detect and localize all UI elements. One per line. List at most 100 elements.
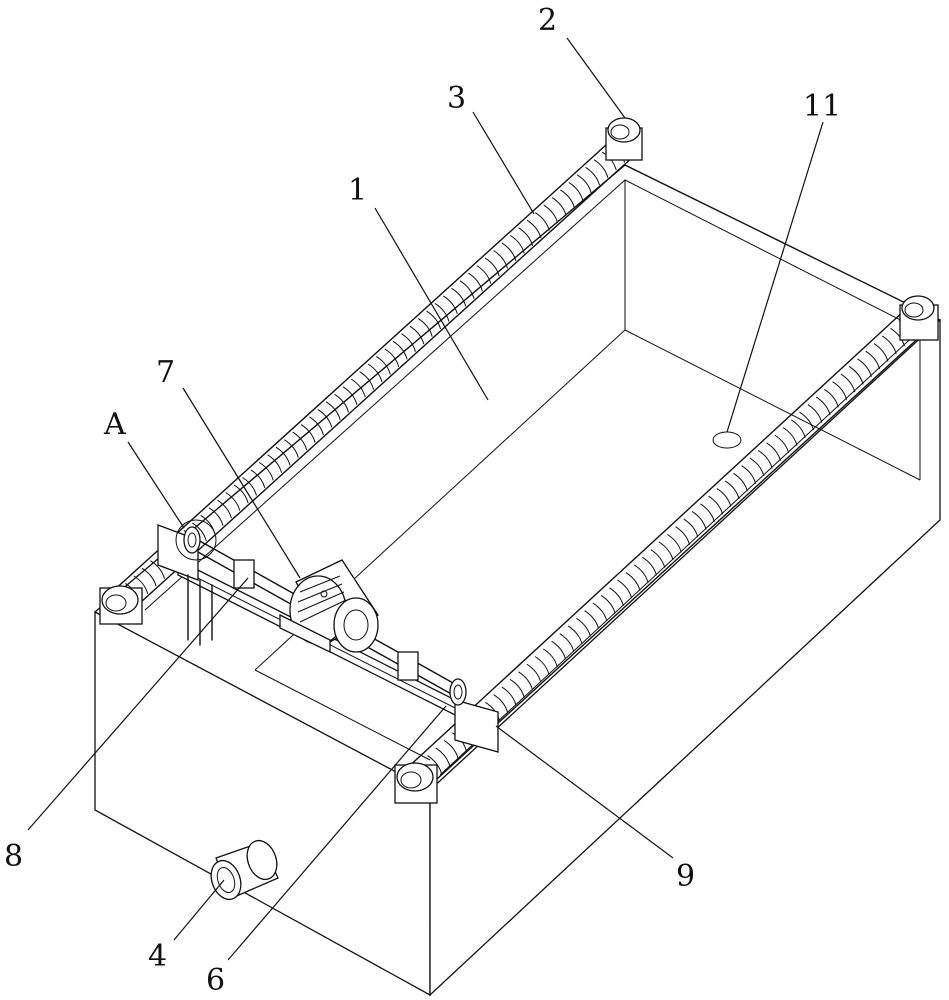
thread-right — [766, 442, 781, 461]
label-4: 4 — [148, 939, 167, 974]
thread-right — [625, 572, 641, 591]
thread-right — [782, 427, 798, 446]
thread-left — [551, 197, 567, 216]
label-1: 1 — [348, 173, 367, 208]
thread-left — [133, 575, 149, 594]
thread-right — [435, 747, 451, 767]
thread-left — [493, 250, 508, 269]
thread-right — [518, 671, 533, 690]
thread-left — [585, 166, 601, 186]
label-11: 11 — [803, 89, 841, 124]
thread-left — [225, 492, 241, 511]
thread-right — [600, 595, 616, 614]
thread-left — [141, 567, 157, 587]
thread-left — [543, 204, 559, 224]
thread-right — [691, 511, 707, 530]
thread-right — [840, 373, 856, 393]
bearing-blocks — [99, 117, 939, 804]
leader-lines — [27, 37, 824, 961]
thread-right — [633, 564, 649, 584]
thread-right — [790, 419, 806, 438]
thread-right — [650, 549, 666, 568]
thread-right — [609, 587, 624, 606]
thread-left — [535, 212, 550, 231]
thread-right — [592, 602, 608, 622]
thread-right — [567, 625, 583, 645]
thread-left — [568, 181, 584, 201]
thread-left — [376, 356, 391, 375]
thread-left — [242, 477, 257, 496]
thread-left — [426, 310, 442, 330]
thread-left — [258, 461, 274, 481]
thread-left — [576, 174, 592, 193]
thread-right — [617, 579, 633, 599]
thread-left — [468, 272, 483, 292]
thread-left — [275, 446, 291, 466]
thread-right — [824, 388, 839, 408]
thread-right — [741, 465, 757, 484]
thread-right — [848, 366, 864, 385]
thread-left — [434, 303, 450, 322]
thread-left — [267, 454, 283, 473]
thread-left — [309, 416, 324, 436]
bearing-block-front-right — [394, 762, 438, 804]
thread-left — [526, 219, 542, 239]
drain-hole — [712, 431, 742, 449]
tank-body — [94, 164, 941, 997]
bearing-block-back-right — [899, 295, 939, 341]
thread-left — [392, 340, 408, 360]
gear-left — [183, 526, 201, 554]
thread-right — [733, 472, 748, 492]
thread-right — [832, 381, 848, 400]
thread-left — [509, 234, 525, 254]
thread-left — [208, 507, 224, 526]
thread-right — [559, 633, 575, 652]
thread-left — [593, 159, 609, 178]
thread-left — [501, 242, 517, 262]
thread-left — [217, 499, 232, 519]
inlet-pipe — [210, 839, 279, 901]
thread-right — [683, 518, 699, 538]
label-2: 2 — [538, 3, 557, 38]
thread-right — [807, 404, 823, 423]
label-9: 9 — [676, 859, 695, 894]
thread-right — [815, 396, 831, 416]
thread-right — [881, 335, 897, 355]
detail-circle-a — [175, 519, 217, 561]
label-a: A — [103, 407, 126, 442]
thread-right — [873, 343, 889, 362]
thread-right — [675, 526, 691, 545]
thread-right — [749, 457, 765, 477]
motor — [279, 559, 379, 654]
bearing-block-back-left — [605, 117, 643, 161]
thread-left — [518, 227, 534, 246]
thread-right — [757, 449, 773, 469]
thread-right — [700, 503, 715, 522]
thread-right — [493, 694, 509, 713]
thread-right — [584, 610, 600, 629]
label-6: 6 — [206, 963, 225, 998]
thread-right — [526, 663, 542, 683]
gear-right — [449, 678, 467, 706]
thread-left — [192, 522, 207, 542]
thread-left — [292, 431, 308, 451]
thread-left — [334, 393, 350, 413]
thread-right — [551, 640, 567, 660]
bearing-block-front-left — [99, 585, 143, 625]
thread-left — [284, 439, 299, 458]
thread-right — [857, 358, 872, 377]
thread-left — [476, 265, 492, 284]
thread-left — [150, 560, 165, 579]
thread-left — [359, 371, 375, 390]
thread-right — [427, 755, 443, 774]
thread-right — [542, 648, 558, 667]
thread-left — [300, 424, 316, 443]
thread-right — [443, 740, 459, 759]
thread-right — [865, 350, 881, 370]
thread-right — [666, 533, 682, 553]
label-3: 3 — [447, 81, 466, 116]
thread-right — [724, 480, 740, 500]
thread-left — [325, 401, 341, 420]
thread-left — [342, 386, 358, 405]
